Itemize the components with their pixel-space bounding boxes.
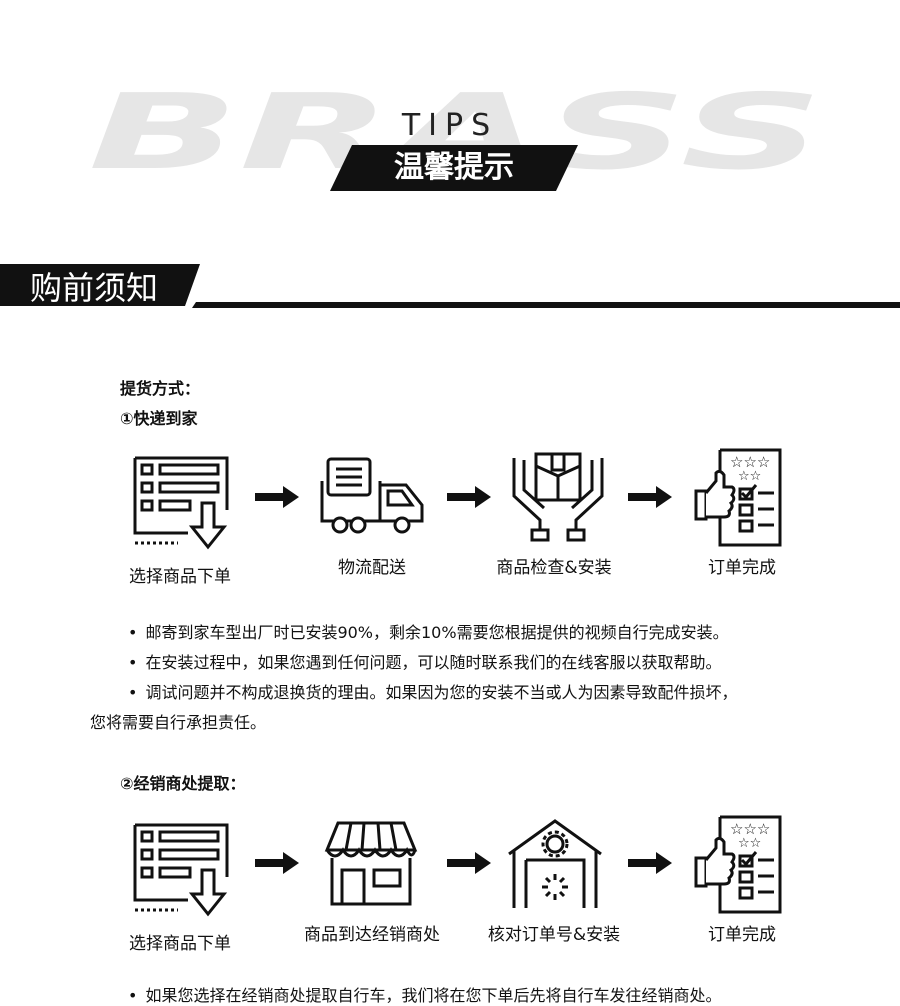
warehouse-gear-icon bbox=[508, 819, 602, 908]
step-label: 核对订单号&安装 bbox=[487, 925, 621, 945]
step-label: 选择商品下单 bbox=[129, 934, 231, 954]
step-label: 订单完成 bbox=[708, 925, 776, 945]
right-arrow-icon bbox=[447, 486, 491, 508]
tips-title: 温馨提示 bbox=[394, 150, 514, 185]
note-text: 如果您选择在经销商处提取自行车，我们将在您下单后先将自行车发往经销商处。 bbox=[145, 986, 722, 1005]
delivery-truck-icon bbox=[320, 457, 424, 534]
note-item: •邮寄到家车型出厂时已安装90%，剩余10%需要您根据提供的视频自行完成安装。 bbox=[128, 623, 729, 642]
step-label: 商品到达经销商处 bbox=[304, 925, 440, 945]
svg-text:☆☆☆: ☆☆☆ bbox=[730, 453, 770, 471]
note-continuation: 您将需要自行承担责任。 bbox=[90, 713, 267, 732]
right-arrow-icon bbox=[628, 852, 672, 874]
step-label: 选择商品下单 bbox=[129, 567, 231, 587]
rated-checklist-icon: ☆☆☆ ☆☆ bbox=[694, 815, 782, 914]
note-item: •在安装过程中，如果您遇到任何问题，可以随时联系我们的在线客服以获取帮助。 bbox=[128, 653, 722, 672]
tips-label: TIPS bbox=[401, 108, 499, 143]
note-item: •调试问题并不构成退换货的理由。如果因为您的安装不当或人为因素导致配件损坏， bbox=[128, 683, 738, 702]
order-form-icon bbox=[133, 456, 229, 550]
option1-title: ①快递到家 bbox=[120, 409, 198, 428]
note-text: 邮寄到家车型出厂时已安装90%，剩余10%需要您根据提供的视频自行完成安装。 bbox=[145, 623, 729, 642]
step-label: 物流配送 bbox=[338, 558, 406, 578]
right-arrow-icon bbox=[447, 852, 491, 874]
step-label: 商品检查&安装 bbox=[496, 558, 612, 578]
tips-banner bbox=[330, 145, 578, 191]
svg-text:☆☆: ☆☆ bbox=[738, 469, 761, 484]
option2-title: ②经销商处提取： bbox=[120, 774, 246, 793]
section-header-bar bbox=[0, 264, 900, 308]
note-text: 在安装过程中，如果您遇到任何问题，可以随时联系我们的在线客服以获取帮助。 bbox=[145, 653, 722, 672]
rated-checklist-icon: ☆☆☆ ☆☆ bbox=[694, 448, 782, 547]
section-title: 购前须知 bbox=[30, 269, 159, 307]
right-arrow-icon bbox=[255, 852, 299, 874]
box-in-hands-icon bbox=[512, 452, 604, 542]
note-item: •如果您选择在经销商处提取自行车，我们将在您下单后先将自行车发往经销商处。 bbox=[128, 986, 722, 1005]
step-label: 订单完成 bbox=[708, 558, 776, 578]
order-form-icon bbox=[133, 823, 229, 917]
right-arrow-icon bbox=[628, 486, 672, 508]
store-icon bbox=[324, 821, 418, 906]
note-text: 调试问题并不构成退换货的理由。如果因为您的安装不当或人为因素导致配件损坏， bbox=[145, 683, 738, 702]
delivery-heading: 提货方式： bbox=[120, 379, 201, 398]
svg-text:☆☆: ☆☆ bbox=[738, 836, 761, 851]
svg-text:☆☆☆: ☆☆☆ bbox=[730, 820, 770, 838]
right-arrow-icon bbox=[255, 486, 299, 508]
